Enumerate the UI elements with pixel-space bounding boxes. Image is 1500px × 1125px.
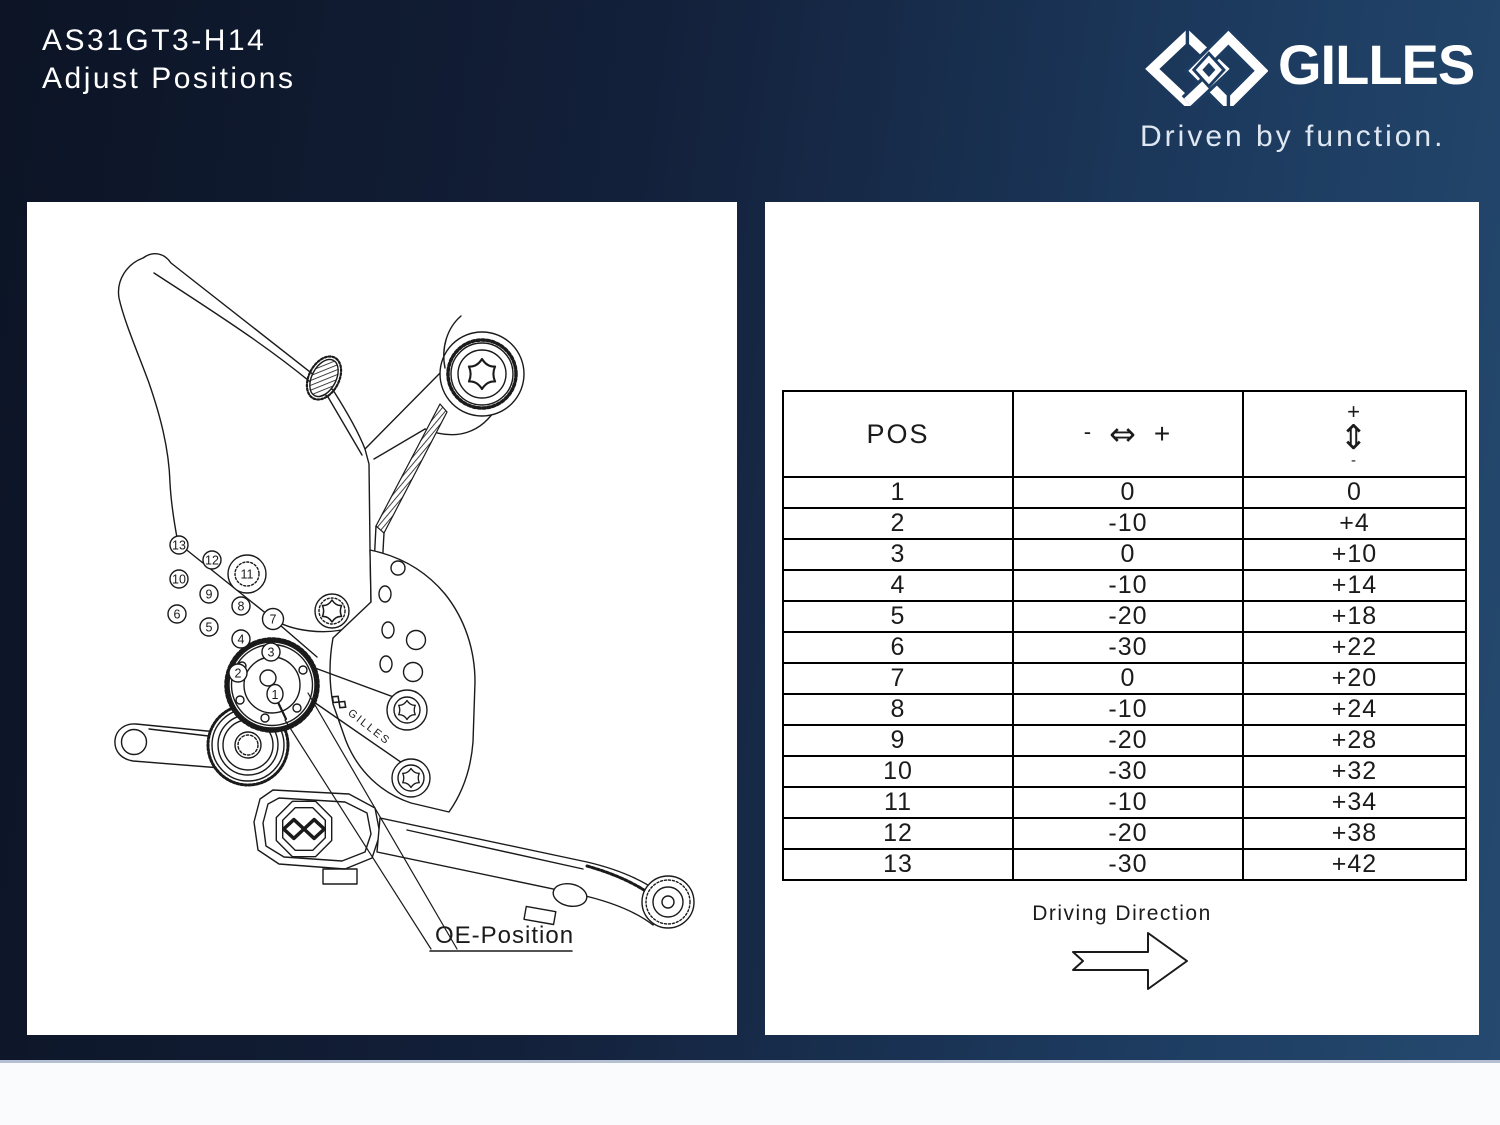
driving-direction-arrow-icon <box>1072 932 1188 990</box>
plus-symbol: + <box>1347 398 1362 424</box>
horizontal-value-cell: -20 <box>1012 817 1244 850</box>
position-label-11: 11 <box>241 568 254 582</box>
position-label-12: 12 <box>205 554 219 568</box>
horizontal-value-cell: -30 <box>1012 631 1244 664</box>
position-row: 13 -30 +42 <box>782 848 1467 881</box>
position-cell: 2 <box>782 507 1014 540</box>
position-row: 10 -30 +32 <box>782 755 1467 788</box>
position-label-7: 7 <box>270 613 277 627</box>
horizontal-value-cell: -30 <box>1012 755 1244 788</box>
brand-block: GILLES Driven by function. <box>1140 24 1476 154</box>
position-cell: 9 <box>782 724 1014 757</box>
position-label-8: 8 <box>238 600 245 614</box>
position-number-labels: 1 2 3 4 5 6 7 8 9 10 11 12 13 <box>172 539 278 703</box>
horizontal-adjust-header: -⇔ + <box>1012 390 1244 478</box>
horizontal-value-cell: -10 <box>1012 569 1244 602</box>
position-row: 6 -30 +22 <box>782 631 1467 664</box>
horizontal-value-cell: -20 <box>1012 724 1244 757</box>
position-row: 7 0 +20 <box>782 662 1467 695</box>
position-label-6: 6 <box>174 608 181 622</box>
position-cell: 3 <box>782 538 1014 571</box>
vertical-value-cell: +18 <box>1242 600 1467 633</box>
position-label-13: 13 <box>172 539 186 553</box>
brand-name: GILLES <box>1278 33 1475 96</box>
gilles-logo-icon <box>1145 25 1268 106</box>
position-label-9: 9 <box>206 588 213 602</box>
position-label-4: 4 <box>238 633 245 647</box>
position-cell: 11 <box>782 786 1014 819</box>
vertical-value-cell: +10 <box>1242 538 1467 571</box>
horizontal-value-cell: -10 <box>1012 507 1244 540</box>
table-panel: POS -⇔+ + ⇕ - 1 <box>765 202 1479 1035</box>
vertical-value-cell: +14 <box>1242 569 1467 602</box>
title-block: AS31GT3-H14 Adjust Positions <box>42 22 295 98</box>
product-code: AS31GT3-H14 <box>42 24 267 57</box>
vertical-value-cell: +38 <box>1242 817 1467 850</box>
position-row: 12 -20 +38 <box>782 817 1467 850</box>
position-cell: 4 <box>782 569 1014 602</box>
horizontal-value-cell: -10 <box>1012 693 1244 726</box>
position-row: 2 -10 +4 <box>782 507 1467 540</box>
brand-tagline: Driven by function. <box>1140 120 1446 153</box>
table-header-row: POS -⇔+ + ⇕ - <box>782 390 1467 478</box>
vertical-value-cell: 0 <box>1242 476 1467 509</box>
oe-position-leaders <box>284 692 573 952</box>
oe-position-label: OE-Position <box>435 922 574 949</box>
page-margin <box>0 1063 1500 1125</box>
position-label-2: 2 <box>235 667 242 681</box>
vertical-value-cell: +32 <box>1242 755 1467 788</box>
horizontal-value-cell: 0 <box>1012 476 1244 509</box>
position-row: 5 -20 +18 <box>782 600 1467 633</box>
slide-background: AS31GT3-H14 Adjust Positions <box>0 0 1500 1063</box>
position-cell: 1 <box>782 476 1014 509</box>
mounting-bracket <box>364 315 525 607</box>
vertical-value-cell: +28 <box>1242 724 1467 757</box>
positions-table: POS -⇔+ + ⇕ - 1 <box>782 390 1467 881</box>
horizontal-value-cell: 0 <box>1012 538 1244 571</box>
position-cell: 7 <box>782 662 1014 695</box>
footpeg-assembly <box>253 789 695 929</box>
position-cell: 5 <box>782 600 1014 633</box>
minus-symbol: - <box>1351 451 1358 469</box>
vertical-value-cell: +34 <box>1242 786 1467 819</box>
position-cell: 13 <box>782 848 1014 881</box>
position-markers <box>167 535 285 705</box>
vertical-value-cell: +24 <box>1242 693 1467 726</box>
position-row: 11 -10 +34 <box>782 786 1467 819</box>
rearset-technical-drawing: GILLES 1 2 3 4 5 6 7 8 9 10 11 12 13 <box>114 252 695 952</box>
vertical-double-arrow-icon: ⇕ <box>1339 417 1370 458</box>
plus-symbol: + <box>1153 418 1173 449</box>
position-row: 9 -20 +28 <box>782 724 1467 757</box>
vertical-value-cell: +22 <box>1242 631 1467 664</box>
page-title: Adjust Positions <box>42 62 296 95</box>
vertical-value-cell: +4 <box>1242 507 1467 540</box>
horizontal-value-cell: 0 <box>1012 662 1244 695</box>
horizontal-value-cell: -30 <box>1012 848 1244 881</box>
footpeg-end <box>641 875 695 929</box>
horizontal-value-cell: -10 <box>1012 786 1244 819</box>
position-cell: 10 <box>782 755 1014 788</box>
minus-symbol: - <box>1083 419 1094 444</box>
vertical-value-cell: +20 <box>1242 662 1467 695</box>
position-row: 4 -10 +14 <box>782 569 1467 602</box>
vertical-value-cell: +42 <box>1242 848 1467 881</box>
mounting-plate <box>310 549 476 813</box>
position-cell: 8 <box>782 693 1014 726</box>
edge-bolt <box>305 355 343 401</box>
position-label-10: 10 <box>172 573 186 587</box>
position-row: 1 0 0 <box>782 476 1467 509</box>
vertical-adjust-header: + ⇕ - <box>1242 390 1467 478</box>
horizontal-value-cell: -20 <box>1012 600 1244 633</box>
horizontal-double-arrow-icon: ⇔ <box>1109 415 1138 453</box>
driving-direction-label: Driving Direction <box>1032 902 1212 925</box>
position-cell: 6 <box>782 631 1014 664</box>
position-cell: 12 <box>782 817 1014 850</box>
position-row: 8 -10 +24 <box>782 693 1467 726</box>
pos-column-header: POS <box>782 390 1014 478</box>
position-row: 3 0 +10 <box>782 538 1467 571</box>
position-label-5: 5 <box>206 621 213 635</box>
position-label-1: 1 <box>272 688 279 702</box>
diagram-panel: GILLES 1 2 3 4 5 6 7 8 9 10 11 12 13 <box>27 202 737 1035</box>
position-label-3: 3 <box>268 646 275 660</box>
